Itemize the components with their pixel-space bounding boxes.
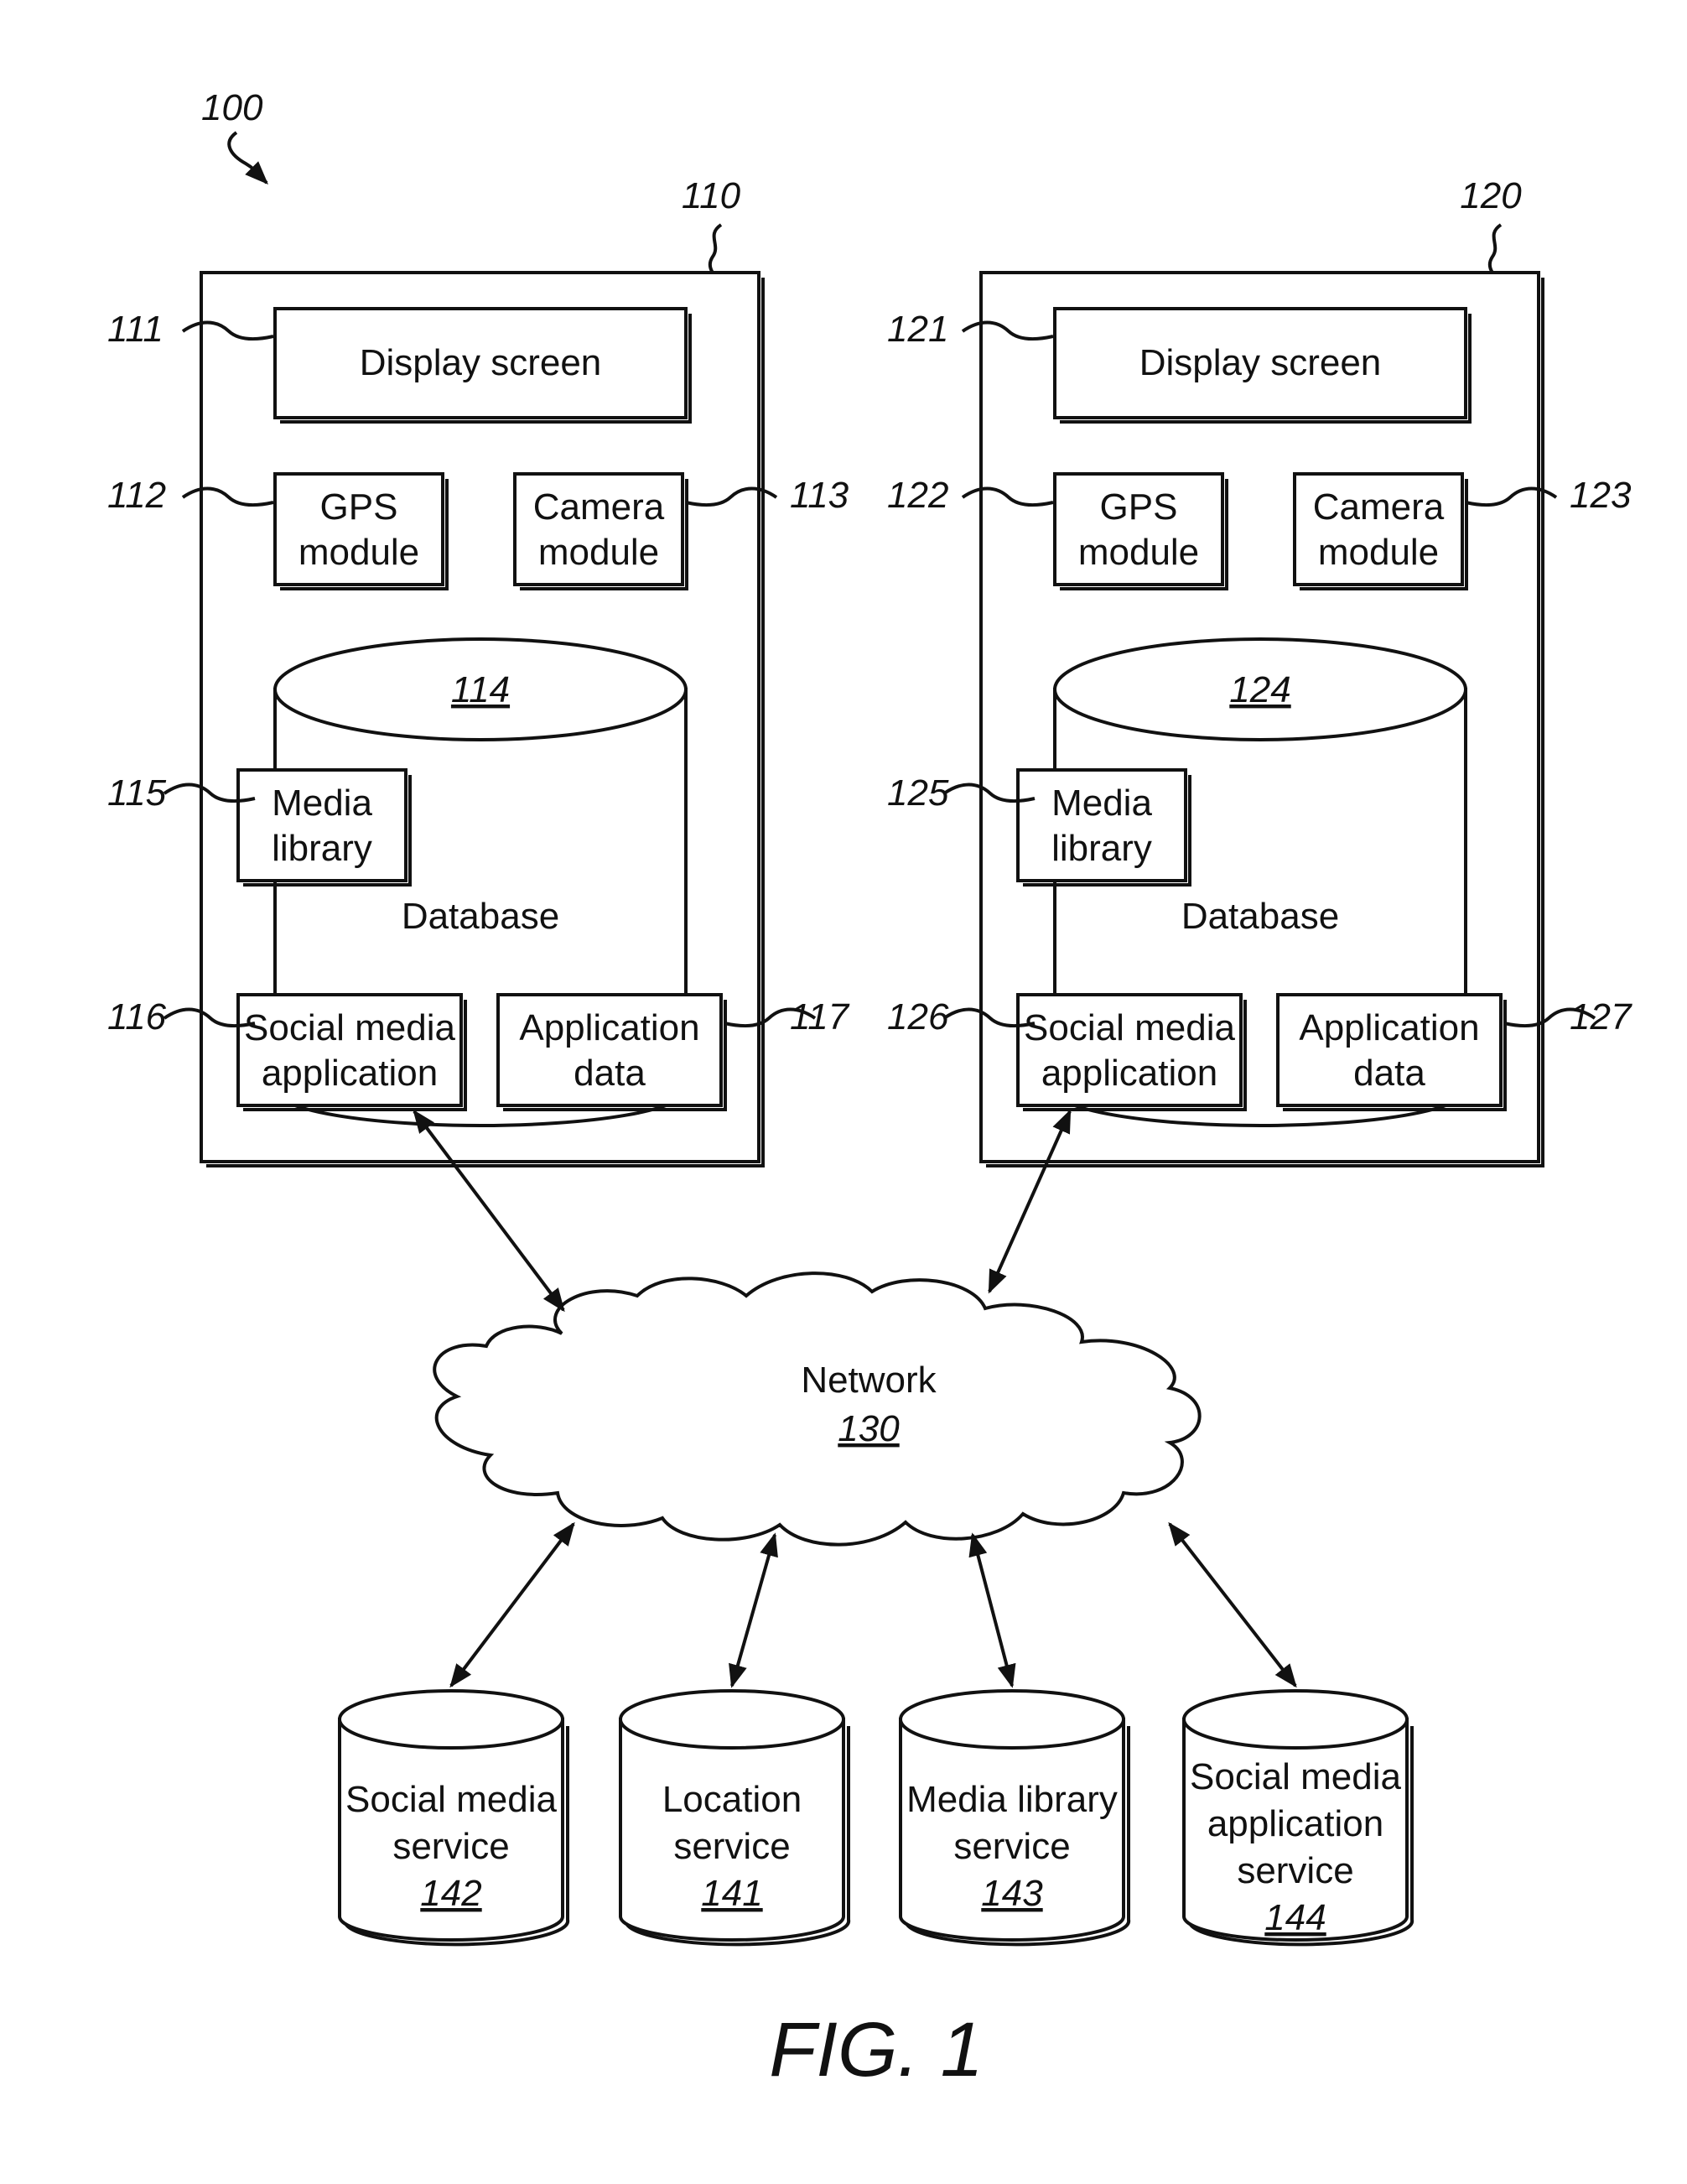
camera-module-label-1: Camera (1313, 486, 1445, 528)
service-cylinder-142: Social media service 142 (340, 1691, 568, 1944)
figure-ref: 100 (201, 87, 263, 128)
service-label-2: service (392, 1826, 509, 1867)
gps-module-label-2: module (298, 532, 419, 573)
device-ref: 120 (1460, 175, 1522, 216)
camera-module-label-2: module (1318, 532, 1439, 573)
display-screen-label: Display screen (1139, 342, 1382, 383)
display-screen-label: Display screen (360, 342, 602, 383)
camera-module-label-2: module (538, 532, 659, 573)
gps-module-label-2: module (1078, 532, 1199, 573)
service-label-1: Media library (906, 1779, 1118, 1820)
media-library-label-2: library (272, 828, 372, 869)
application-data-ref: 127 (1570, 996, 1632, 1037)
service-ref: 142 (420, 1873, 481, 1914)
application-data-label-2: data (574, 1053, 646, 1094)
service-ref: 143 (981, 1873, 1043, 1914)
service-cylinder-144: Social media application service 144 (1184, 1691, 1412, 1944)
display-screen-ref: 111 (107, 309, 164, 350)
camera-module-ref: 123 (1570, 475, 1632, 516)
camera-module-label-1: Camera (533, 486, 665, 528)
service-label-1: Social media (1190, 1756, 1401, 1797)
media-library-label-1: Media (272, 783, 372, 824)
media-library-label-1: Media (1051, 783, 1152, 824)
device-ref-leader (710, 225, 721, 273)
gps-module-ref: 122 (887, 475, 948, 516)
arrow-network-service-144 (1170, 1524, 1295, 1686)
service-cylinder-141: Location service 141 (620, 1691, 849, 1944)
service-label-3: service (1237, 1850, 1353, 1891)
arrow-network-service-143 (973, 1535, 1012, 1686)
display-screen-ref: 121 (887, 309, 948, 350)
service-ref: 141 (701, 1873, 762, 1914)
network-label: Network (801, 1360, 937, 1401)
social-app-label-1: Social media (1024, 1007, 1235, 1048)
social-app-label-1: Social media (244, 1007, 455, 1048)
figure-caption: FIG. 1 (769, 2007, 984, 2093)
media-library-ref: 125 (887, 772, 949, 814)
social-app-ref: 126 (887, 996, 949, 1037)
service-label-2: service (673, 1826, 790, 1867)
database-ref: 114 (451, 669, 510, 710)
device-ref: 110 (682, 175, 741, 216)
service-ref: 144 (1264, 1897, 1326, 1938)
figure-ref-arrow (229, 133, 267, 183)
social-app-ref: 116 (107, 996, 167, 1037)
gps-module-ref: 112 (107, 475, 166, 516)
network-cloud: Network 130 (434, 1273, 1199, 1545)
social-app-label-2: application (262, 1053, 438, 1094)
device-110: 110Display screen111GPSmodule112Cameramo… (107, 175, 850, 1166)
social-app-label-2: application (1041, 1053, 1217, 1094)
gps-module-label-1: GPS (1100, 486, 1178, 528)
application-data-label-2: data (1353, 1053, 1425, 1094)
database-label: Database (1181, 896, 1339, 937)
application-data-label-1: Application (519, 1007, 699, 1048)
gps-module-label-1: GPS (320, 486, 398, 528)
arrow-network-service-142 (451, 1524, 574, 1686)
service-label-1: Location (662, 1779, 802, 1820)
media-library-label-2: library (1051, 828, 1152, 869)
application-data-ref: 117 (790, 996, 850, 1037)
camera-module-ref: 113 (790, 475, 849, 516)
arrow-network-service-141 (732, 1535, 775, 1686)
service-label-1: Social media (345, 1779, 557, 1820)
device-ref-leader (1490, 225, 1501, 273)
database-label: Database (402, 896, 559, 937)
service-label-2: application (1207, 1803, 1383, 1844)
database-ref: 124 (1229, 669, 1290, 710)
service-cylinder-143: Media library service 143 (901, 1691, 1129, 1944)
device-120: 120Display screen121GPSmodule122Cameramo… (887, 175, 1632, 1166)
service-label-2: service (953, 1826, 1070, 1867)
services: Social media service 142 Location service 141… (340, 1691, 1412, 1944)
network-ref: 130 (838, 1408, 900, 1449)
media-library-ref: 115 (107, 772, 167, 814)
application-data-label-1: Application (1299, 1007, 1479, 1048)
